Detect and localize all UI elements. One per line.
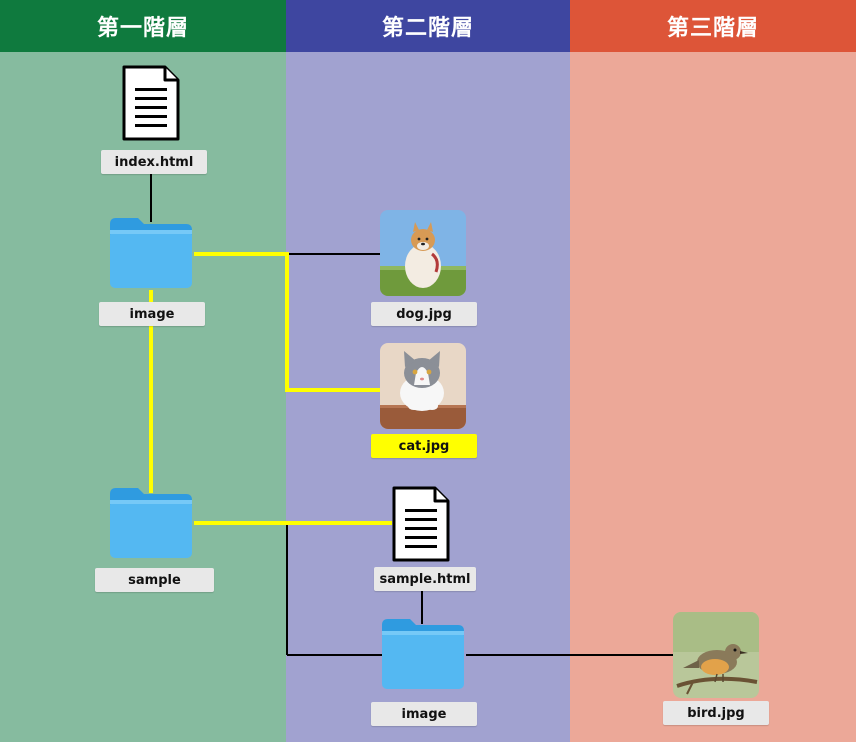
folder-icon <box>382 619 464 689</box>
folder-icon <box>110 488 192 558</box>
level-2-column: 第二階層 <box>286 0 570 742</box>
sample-html-label[interactable]: sample.html <box>374 567 476 591</box>
dog-jpg-label[interactable]: dog.jpg <box>371 302 477 326</box>
sample-folder-label[interactable]: sample <box>95 568 214 592</box>
bird-photo[interactable] <box>673 612 759 698</box>
document-icon <box>392 486 450 562</box>
cat-photo[interactable] <box>380 343 466 429</box>
level-3-header: 第三階層 <box>570 0 856 52</box>
index-html-label[interactable]: index.html <box>101 150 207 174</box>
bird-jpg-label[interactable]: bird.jpg <box>663 701 769 725</box>
dog-photo[interactable] <box>380 210 466 296</box>
level-2-header: 第二階層 <box>286 0 570 52</box>
image-folder-label[interactable]: image <box>99 302 205 326</box>
image-folder-label-2[interactable]: image <box>371 702 477 726</box>
cat-jpg-label[interactable]: cat.jpg <box>371 434 477 458</box>
folder-icon <box>110 218 192 288</box>
level-1-header: 第一階層 <box>0 0 286 52</box>
document-icon <box>122 65 180 141</box>
